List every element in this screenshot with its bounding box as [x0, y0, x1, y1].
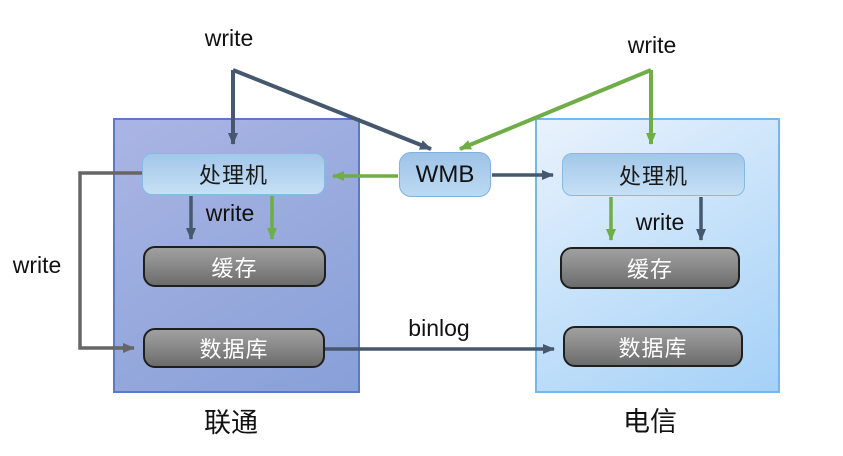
write-label-telecom-cache: write [635, 209, 685, 235]
unicom-database-node: 数据库 [143, 328, 325, 368]
wmb-hub-node: WMB [399, 152, 491, 197]
binlog-label: binlog [408, 315, 470, 341]
unicom-cache-node: 缓存 [143, 246, 326, 287]
unicom-processor-node: 处理机 [142, 153, 325, 195]
telecom-group-label: 电信 [623, 407, 677, 437]
write-label-unicom-cache: write [205, 200, 255, 226]
telecom-database-node: 数据库 [563, 326, 743, 367]
telecom-cache-node: 缓存 [560, 247, 740, 289]
write-label-top-left: write [204, 25, 254, 51]
unicom-group-label: 联通 [204, 408, 258, 438]
write-label-unicom-database: write [12, 252, 62, 278]
telecom-processor-node: 处理机 [562, 153, 745, 196]
write-label-top-right: write [627, 32, 677, 58]
